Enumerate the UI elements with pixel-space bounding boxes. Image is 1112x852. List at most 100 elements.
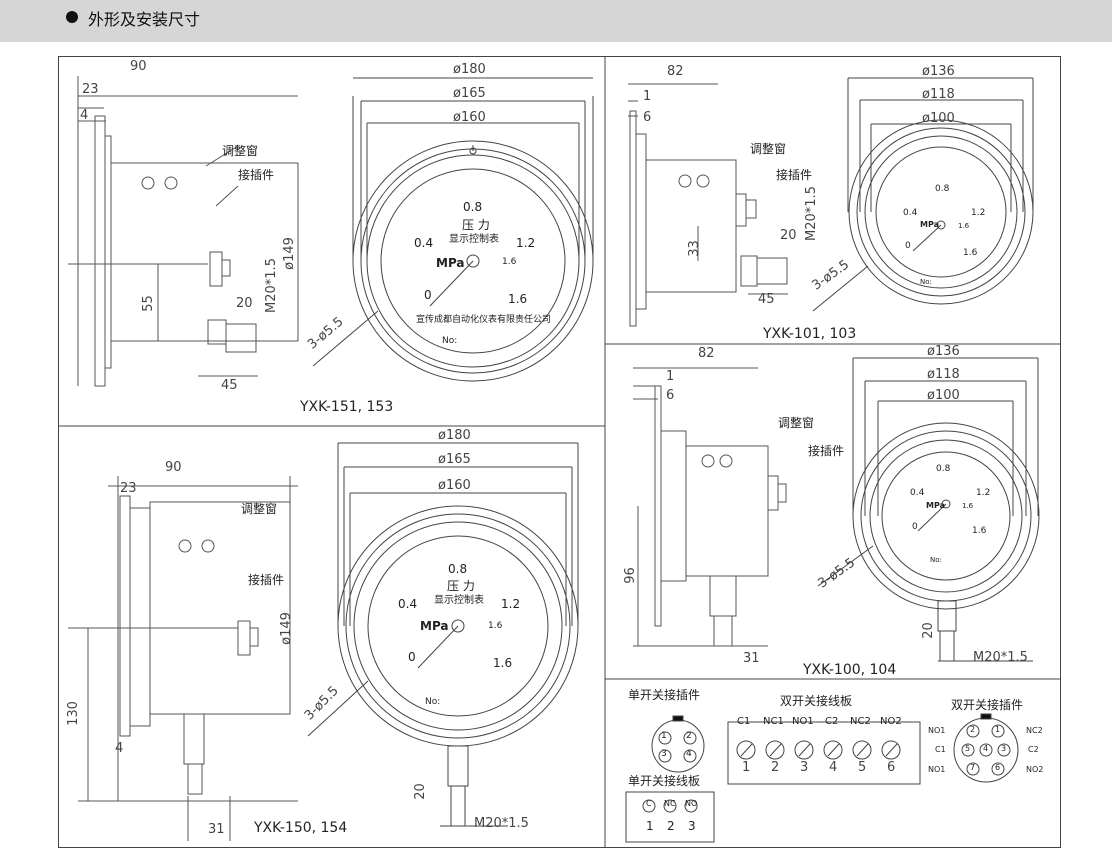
double-plug-nc2: NC2 (1026, 726, 1043, 735)
dim-6-mr: 6 (666, 388, 675, 403)
dim-4-tl: 4 (80, 108, 89, 123)
model-label-bl: YXK-150, 154 (254, 820, 348, 836)
single-board-num-2: 2 (667, 819, 675, 833)
double-board-num-2: 2 (771, 760, 780, 775)
callout-plug-bl: 接插件 (248, 573, 285, 587)
dial-tick-0-4-mr: 0.4 (910, 488, 925, 498)
dial-unit-mr: MPa (926, 501, 946, 510)
dim-20-mr: 20 (920, 622, 936, 639)
double-plug-pin-4: 4 (983, 744, 989, 753)
callout-plug-tr: 接插件 (776, 168, 813, 182)
dial-tick-1-6-tr: 1.6 (963, 248, 978, 258)
double-plug-pin-2: 2 (970, 725, 976, 734)
dial-class-bl: 1.6 (488, 621, 503, 631)
double-plug-pin-6: 6 (995, 763, 1001, 772)
model-label-tr: YXK-101, 103 (763, 326, 857, 342)
dim-31-mr: 31 (743, 651, 760, 666)
model-label-tl: YXK-151, 153 (300, 399, 394, 415)
dial-unit-bl: MPa (420, 619, 449, 633)
double-plug-pin-7: 7 (970, 763, 976, 772)
double-plug-pin-1: 1 (995, 725, 1001, 734)
dim-thread-mr: M20*1.5 (973, 650, 1028, 665)
dim-136-tr: ø136 (922, 64, 955, 79)
dial-tick-0-8-tl: 0.8 (463, 200, 483, 214)
dim-31-bl: 31 (208, 822, 225, 837)
double-plug-c1: C1 (935, 745, 946, 754)
dim-160-bl: ø160 (438, 478, 471, 493)
double-plug-no1-bottom: NO1 (928, 765, 946, 774)
dim-90-tl: 90 (130, 59, 147, 74)
dim-118-mr: ø118 (927, 367, 960, 382)
double-board-term-c2: C2 (825, 716, 839, 727)
dial-class-mr: 1.6 (962, 502, 974, 510)
dial-line1-tl: 压 力 (462, 218, 490, 232)
single-plug-pin-1: 1 (661, 731, 667, 741)
dial-tick-1-2-tr: 1.2 (971, 208, 986, 218)
dial-tick-0-4-bl: 0.4 (398, 597, 418, 611)
double-plug-no1-top: NO1 (928, 726, 946, 735)
single-board-term-c: C (646, 799, 652, 808)
dim-20-tr: 20 (780, 228, 797, 243)
dial-no-tr: No: (920, 278, 932, 286)
section-title: 外形及安装尺寸 (88, 10, 201, 29)
dim-100-tr: ø100 (922, 111, 955, 126)
single-board-term-nc: NC (664, 799, 676, 808)
double-board-term-nc2: NC2 (850, 716, 871, 727)
callout-window-mr: 调整窗 (778, 416, 815, 430)
double-plug-pin-3: 3 (1001, 744, 1007, 753)
double-board-title: 双开关接线板 (780, 694, 853, 708)
dim-180-bl: ø180 (438, 428, 471, 443)
double-board-term-nc1: NC1 (763, 716, 784, 727)
drawing-frame (58, 56, 1061, 848)
dial-no-bl: No: (425, 697, 441, 707)
dial-tick-0-tr: 0 (905, 241, 911, 251)
dim-180-tl: ø180 (453, 62, 486, 77)
double-plug-c2: C2 (1028, 745, 1039, 754)
double-board-num-1: 1 (742, 760, 751, 775)
dim-thread-tr: M20*1.5 (803, 186, 819, 241)
dial-tick-1-6-tl: 1.6 (508, 292, 528, 306)
callout-plug-mr: 接插件 (808, 444, 845, 458)
double-board-num-3: 3 (800, 760, 809, 775)
dial-tick-1-2-bl: 1.2 (501, 597, 521, 611)
dial-maker-tl: 宣传成都自动化仪表有限责任公司 (416, 315, 552, 325)
dial-class-tl: 1.6 (502, 257, 517, 267)
double-board-term-no2: NO2 (880, 716, 902, 727)
double-plug-pin-5: 5 (965, 744, 971, 753)
callout-window-bl: 调整窗 (241, 502, 278, 516)
single-plug-pin-3: 3 (661, 749, 667, 759)
dim-6-tr: 6 (643, 110, 652, 125)
dim-165-bl: ø165 (438, 452, 471, 467)
model-label-mr: YXK-100, 104 (803, 662, 897, 678)
dial-tick-0-bl: 0 (408, 650, 416, 664)
dial-tick-0-tl: 0 (424, 288, 432, 302)
dial-tick-1-6-mr: 1.6 (972, 526, 987, 536)
callout-window-tr: 调整窗 (750, 142, 787, 156)
dim-45-tl: 45 (221, 378, 238, 393)
dim-90-bl: 90 (165, 460, 182, 475)
dim-4-bl: 4 (115, 741, 124, 756)
section-header: 外形及安装尺寸 (0, 0, 1112, 42)
dial-class-tr: 1.6 (958, 222, 970, 230)
dim-136-mr: ø136 (927, 344, 960, 359)
dim-20-tl: 20 (236, 296, 253, 311)
dial-line1-bl: 压 力 (447, 579, 475, 593)
single-board-title: 单开关接线板 (628, 774, 701, 788)
double-plug-no2: NO2 (1026, 765, 1044, 774)
dim-149-tl: ø149 (281, 237, 297, 270)
dial-tick-1-2-tl: 1.2 (516, 236, 536, 250)
dial-no-mr: No: (930, 556, 942, 564)
dial-tick-0-8-mr: 0.8 (936, 464, 951, 474)
callout-window-tl: 调整窗 (222, 144, 259, 158)
dim-165-tl: ø165 (453, 86, 486, 101)
dim-thread-bl: M20*1.5 (474, 816, 529, 831)
double-board-num-5: 5 (858, 760, 867, 775)
dial-unit-tr: MPa (920, 220, 940, 229)
dim-100-mr: ø100 (927, 388, 960, 403)
double-board-term-c1: C1 (737, 716, 751, 727)
dim-82-mr: 82 (698, 346, 715, 361)
dim-45-tr: 45 (758, 292, 775, 307)
drawing-sheet: 90 23 4 调整窗 接插件 55 20 M20*1.5 ø149 45 YX… (58, 56, 1061, 848)
double-board-num-4: 4 (829, 760, 838, 775)
single-board-num-1: 1 (646, 819, 654, 833)
